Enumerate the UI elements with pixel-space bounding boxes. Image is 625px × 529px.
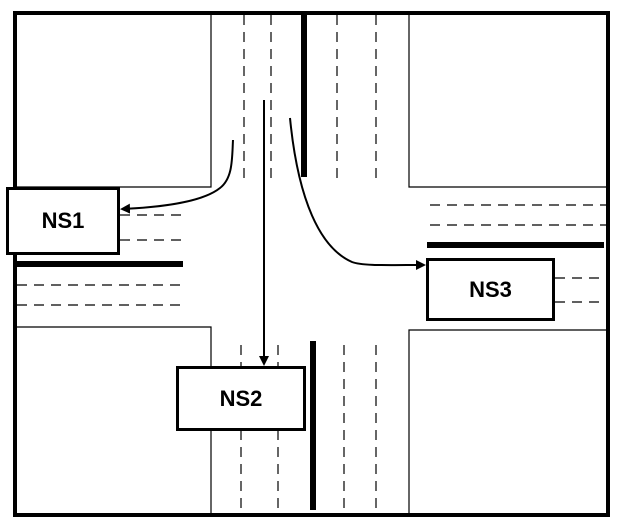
node-ns1-label: NS1 bbox=[41, 208, 85, 233]
lane-markings-east bbox=[430, 204, 606, 303]
lane-markings-west bbox=[17, 214, 185, 306]
node-ns2-label: NS2 bbox=[219, 385, 263, 411]
lane-markings-south bbox=[240, 345, 377, 513]
thick-dividers bbox=[17, 12, 604, 510]
lane-markings-north bbox=[243, 15, 377, 185]
node-ns2: NS2 bbox=[176, 366, 306, 431]
node-ns3: NS3 bbox=[426, 258, 555, 321]
node-ns3-label: NS3 bbox=[469, 276, 512, 302]
outer-frame bbox=[13, 11, 610, 517]
node-ns1: NS1 bbox=[6, 187, 120, 255]
arrow-to-ns3 bbox=[289, 117, 426, 271]
arrow-to-ns1 bbox=[120, 139, 234, 214]
